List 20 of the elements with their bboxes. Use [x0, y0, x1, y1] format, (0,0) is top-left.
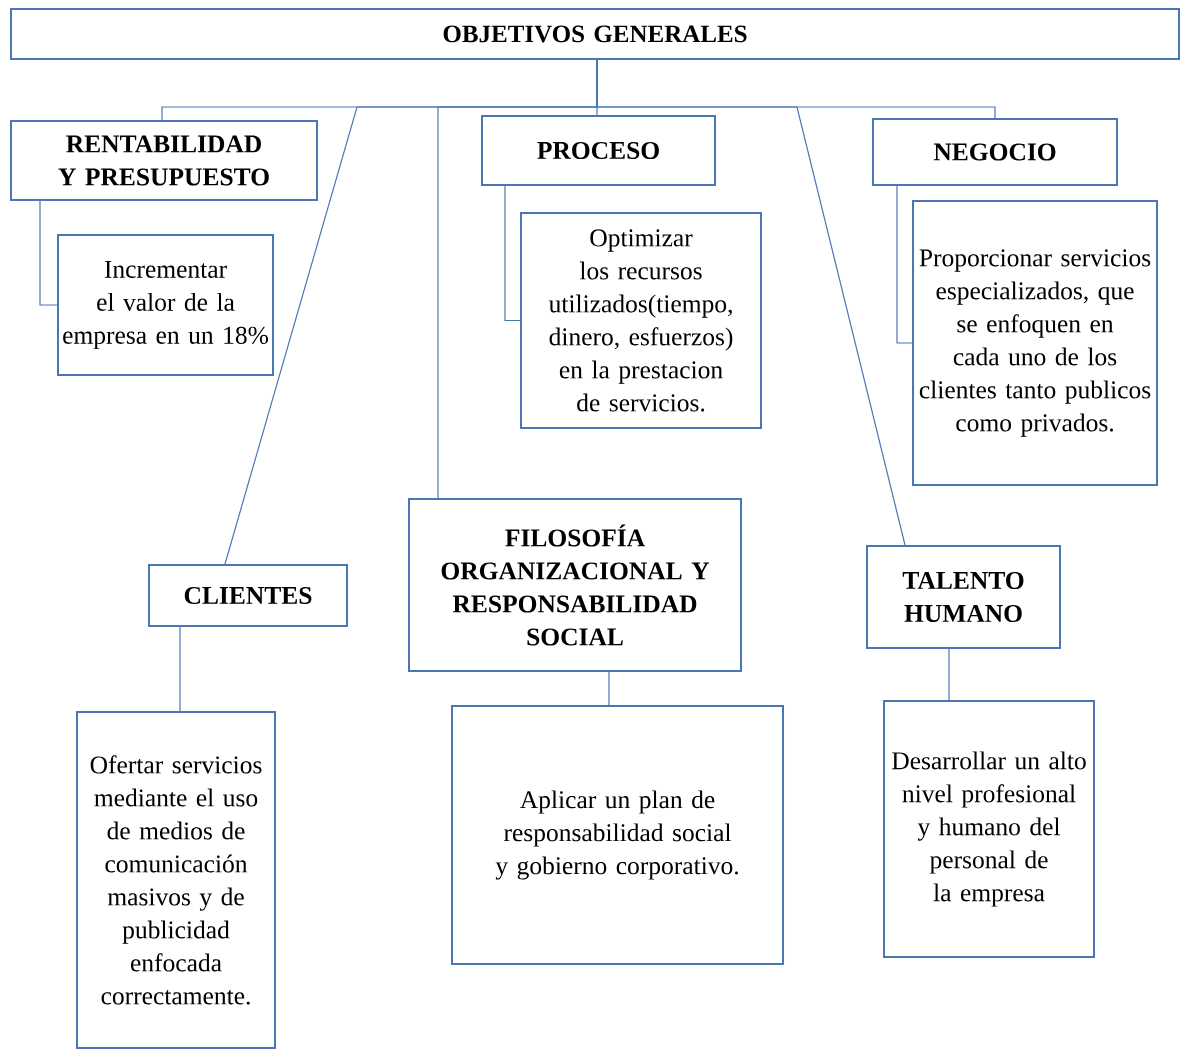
category-box: RENTABILIDAD Y PRESUPUESTO	[10, 120, 318, 201]
connector-line	[596, 59, 906, 546]
connector-line	[948, 648, 950, 701]
connector-line	[39, 200, 58, 306]
category-box: CLIENTES	[148, 564, 348, 627]
connector-line	[608, 671, 610, 706]
connector-line	[179, 626, 181, 712]
title-box: OBJETIVOS GENERALES	[10, 8, 1180, 60]
objective-box: Aplicar un plan de responsabilidad social y gobierno corporativo.	[451, 705, 784, 965]
objective-box: Proporcionar servicios especializados, que se enfoquen en cada uno de los clientes tanto publicos como privados.	[912, 200, 1158, 486]
objective-box: Desarrollar un alto nivel profesional y humano del personal de la empresa	[883, 700, 1095, 958]
objective-box: Incrementar el valor de la empresa en un 18%	[57, 234, 274, 376]
category-box: NEGOCIO	[872, 118, 1118, 186]
connector-line	[504, 185, 521, 322]
category-box: TALENTO HUMANO	[866, 545, 1061, 649]
category-box: PROCESO	[481, 115, 716, 186]
connector-line	[896, 185, 913, 344]
objective-box: Ofertar servicios mediante el uso de medios de comunicación masivos y de publicidad enfocada correctamente.	[76, 711, 276, 1049]
category-box: FILOSOFÍA ORGANIZACIONAL Y RESPONSABILIDAD SOCIAL	[408, 498, 742, 672]
objective-box: Optimizar los recursos utilizados(tiempo, dinero, esfuerzos) en la prestacion de servicios.	[520, 212, 762, 429]
